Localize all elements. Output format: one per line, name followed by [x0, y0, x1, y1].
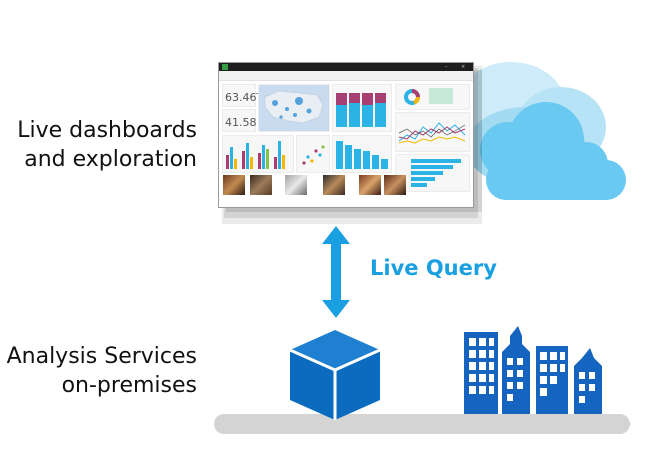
kpi-value: 41.58 — [225, 116, 257, 129]
ground-platform — [214, 414, 630, 434]
kpi-tile[interactable] — [222, 84, 256, 107]
dashboards-label-line2: and exploration — [24, 147, 197, 172]
buildings-icon — [464, 326, 602, 414]
window-titlebar: – × — [219, 63, 473, 71]
toolbar — [219, 71, 473, 81]
horizontal-bar-chart — [411, 159, 461, 187]
minimize-icon[interactable]: – — [445, 64, 448, 70]
scatter-chart — [302, 145, 325, 165]
cloud-icon — [456, 62, 626, 200]
sorted-column-chart — [336, 141, 388, 169]
live-query-label: Live Query — [370, 256, 497, 280]
kpi-value: 63.46T — [225, 91, 264, 104]
close-icon[interactable]: × — [461, 64, 466, 70]
photo-thumbnail[interactable] — [323, 175, 345, 195]
photo-thumbnail[interactable] — [223, 175, 245, 195]
analysis-services-label: Analysis Services on-premises — [7, 342, 197, 400]
line-chart — [398, 122, 466, 144]
dashboard-screen: – × 63.46T 41.58 — [218, 62, 474, 208]
photo-thumbnail[interactable] — [384, 175, 406, 195]
gauge-tile[interactable] — [429, 88, 453, 104]
donut-chart — [404, 89, 420, 105]
cloud-front-base — [486, 160, 626, 200]
map-graphic — [264, 90, 324, 124]
photo-thumbnail[interactable] — [250, 175, 272, 195]
scatter-tile[interactable] — [296, 135, 330, 173]
dashboards-label-line1: Live dashboards — [17, 118, 197, 143]
photo-thumbnail[interactable] — [285, 175, 307, 195]
dashboards-label: Live dashboards and exploration — [17, 116, 197, 174]
stacked-column-chart — [336, 93, 386, 127]
kpi-tile[interactable] — [222, 109, 256, 132]
cube-icon — [289, 330, 381, 420]
app-icon — [222, 64, 228, 70]
clustered-column-chart — [226, 141, 285, 169]
double-headed-arrow-icon — [322, 226, 350, 318]
analysis-services-label-line1: Analysis Services — [6, 344, 197, 369]
photo-thumbnail[interactable] — [359, 175, 381, 195]
analysis-services-label-line2: on-premises — [61, 373, 197, 398]
